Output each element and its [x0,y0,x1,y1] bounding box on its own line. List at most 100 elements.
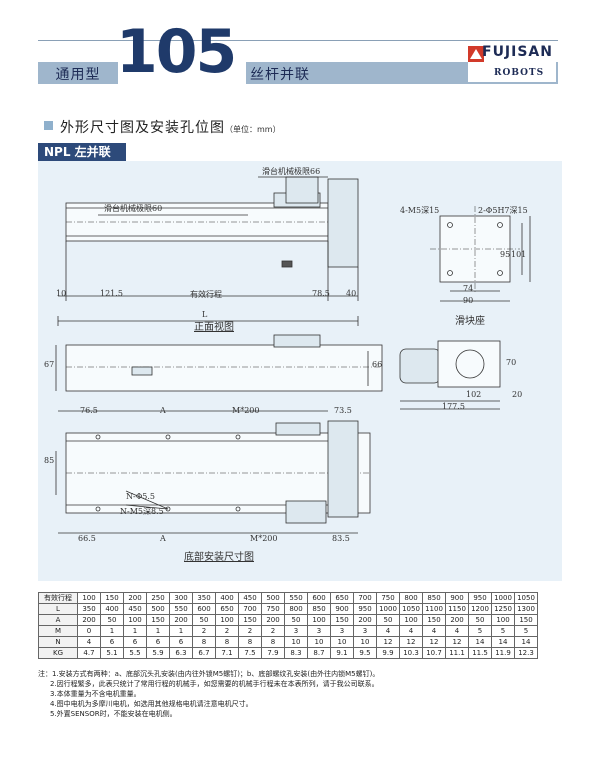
table-cell: 5 [514,625,538,637]
table-cell: 14 [514,636,538,648]
table-cell: 10 [284,636,308,648]
brand-subtitle: ROBOTS [494,68,545,78]
table-cell: 1 [123,625,147,637]
side-body [65,344,383,392]
table-cell: 50 [376,614,400,626]
table-cell: 650 [215,603,239,615]
table-cell: 950 [468,592,492,604]
table-cell: 12.3 [514,647,538,659]
label-holes-pin: 2-Φ5H7深15 [478,206,528,215]
header-top-line [38,40,558,63]
table-cell: 1100 [422,603,446,615]
table-cell: 100 [491,614,515,626]
label-dim-66-5: 66.5 [78,534,96,543]
label-dim-67: 67 [44,360,55,369]
table-cell: 12 [376,636,400,648]
table-cell: 700 [353,592,377,604]
table-cell: 12 [422,636,446,648]
table-cell: 1250 [491,603,515,615]
table-cell: 12 [399,636,423,648]
label-hole-n-m5: N-M5深8.5 [120,507,164,516]
table-cell: 5.1 [100,647,124,659]
label-dim-L: L [202,310,208,319]
table-cell: 6 [146,636,170,648]
table-cell: 100 [215,614,239,626]
table-cell: 850 [422,592,446,604]
table-cell: 4 [376,625,400,637]
note-line: 2.因行程繁多，此表只统计了常用行程的机械手，如您需要的机械手行程未在本表所列，… [50,680,379,688]
table-cell: 150 [422,614,446,626]
label-slide-limit-right: 滑台机械极限66 [262,167,321,176]
label-dim-70: 70 [506,358,517,367]
table-cell: 4 [445,625,469,637]
label-dim-101: 101 [511,250,527,259]
table-cell: 700 [238,603,262,615]
table-cell: 900 [445,592,469,604]
table-cell: 800 [399,592,423,604]
label-holes-m5: 4-M5深15 [400,206,440,215]
label-dim-90: 90 [463,296,474,305]
table-cell: 150 [100,592,124,604]
table-cell: 600 [192,603,216,615]
table-cell: 50 [192,614,216,626]
table-cell: 150 [514,614,538,626]
section-bullet-icon [44,121,53,130]
table-cell: 2 [238,625,262,637]
label-dim-102: 102 [466,390,482,399]
table-cell: 150 [146,614,170,626]
note-line: 5.外置SENSOR时，不能安装在电机侧。 [50,710,177,718]
table-cell: 9.9 [376,647,400,659]
table-cell: 650 [330,592,354,604]
table-cell: 1 [100,625,124,637]
label-dim-A-top: A [160,406,166,415]
table-cell: 6 [123,636,147,648]
note-line: 3.本体重量为不含电机重量。 [50,690,141,698]
table-cell: 4 [422,625,446,637]
table-cell: 5.9 [146,647,170,659]
caption-bottom-view: 底部安装尺寸图 [184,552,254,563]
table-cell: 6.3 [169,647,193,659]
table-cell: 9.5 [353,647,377,659]
table-cell: 50 [468,614,492,626]
label-dim-83-5: 83.5 [332,534,350,543]
label-dim-66: 66 [372,360,383,369]
table-cell: 200 [445,614,469,626]
table-cell: 600 [307,592,331,604]
label-dim-10: 10 [56,289,67,298]
table-cell: 1000 [376,603,400,615]
table-row-header: L [38,603,78,615]
table-cell: 1200 [468,603,492,615]
table-cell: 750 [376,592,400,604]
table-cell: 7.5 [238,647,262,659]
table-cell: 8 [215,636,239,648]
label-dim-74: 74 [463,284,474,293]
table-cell: 12 [445,636,469,648]
table-cell: 3 [284,625,308,637]
label-dim-20: 20 [512,390,523,399]
table-cell: 4.7 [77,647,101,659]
table-cell: 3 [307,625,331,637]
table-cell: 11.9 [491,647,515,659]
label-effective-stroke: 有效行程 [190,290,222,299]
label-dim-76-5: 76.5 [80,406,98,415]
label-dim-95: 95 [500,250,511,259]
label-dim-40: 40 [346,289,357,298]
table-cell: 950 [353,603,377,615]
section-title: 外形尺寸图及安装孔位图（单位：mm） [60,117,281,137]
table-cell: 500 [261,592,285,604]
table-cell: 5 [468,625,492,637]
table-cell: 8 [192,636,216,648]
table-cell: 14 [491,636,515,648]
table-cell: 14 [468,636,492,648]
table-cell: 7.9 [261,647,285,659]
label-dim-85: 85 [44,456,55,465]
table-cell: 5.5 [123,647,147,659]
label-dim-78-5: 78.5 [312,289,330,298]
table-cell: 3 [330,625,354,637]
table-row-header: 有效行程 [38,592,78,604]
